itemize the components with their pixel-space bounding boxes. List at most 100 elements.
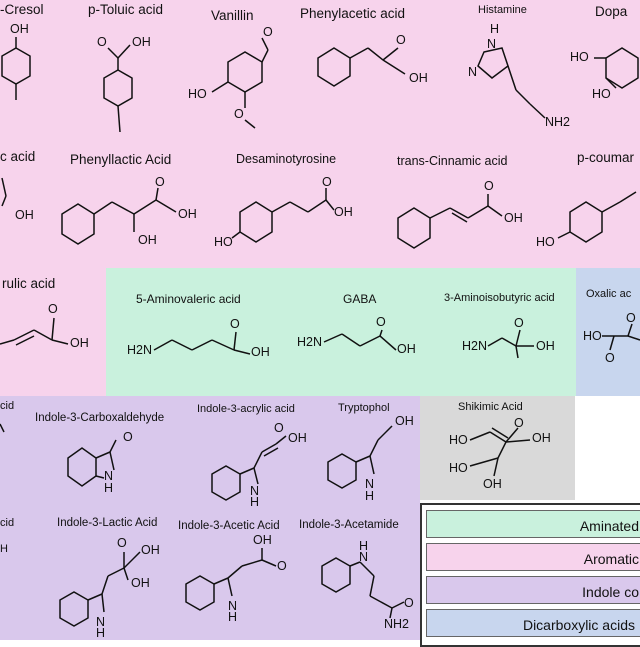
structure-aminovaleric — [153, 331, 251, 355]
atom-label: H — [104, 481, 114, 495]
legend-row-aromatic: Aromatic — [426, 543, 640, 571]
legend-row-aminated: Aminated — [426, 510, 640, 538]
title-shikimic: Shikimic Acid — [458, 401, 523, 413]
structure-indole-lactic — [59, 551, 141, 627]
title-gaba: GABA — [343, 292, 377, 306]
atom-label: H2N — [462, 339, 488, 353]
structure-histamine — [477, 47, 546, 119]
atom-label: OH — [395, 414, 414, 428]
atom-label: OH — [397, 342, 416, 356]
structure-indole-acetic — [185, 548, 277, 611]
atom-label: N — [228, 599, 238, 613]
atom-label: OH — [409, 71, 428, 85]
atom-label: HO — [570, 50, 589, 64]
atom-label: H2N — [297, 335, 323, 349]
atom-label: OH — [334, 205, 353, 219]
atom-label: O — [48, 302, 58, 316]
structure-oxalic — [602, 323, 640, 351]
atom-label: OH — [70, 336, 89, 350]
atom-label: H — [250, 495, 260, 509]
title-coumaric: p-coumar — [577, 150, 635, 165]
title-indole-acrylic: Indole-3-acrylic acid — [197, 403, 295, 415]
structure-gaba — [323, 329, 397, 351]
structure-ferulic — [0, 317, 69, 346]
atom-label: O — [123, 430, 133, 444]
aminated-region — [106, 268, 576, 396]
legend-label: Aminated — [579, 518, 639, 534]
atom-label: N — [96, 615, 106, 629]
atom-label: O — [230, 317, 240, 331]
legend-label: Indole co — [582, 584, 639, 600]
atom-label: H — [96, 626, 106, 640]
structure-phenylacetic — [317, 47, 406, 87]
atom-label: O — [234, 107, 244, 121]
atom-label: HO — [536, 235, 555, 249]
atom-label: O — [484, 179, 494, 193]
title-aminovaleric: 5-Aminovaleric acid — [136, 292, 241, 306]
title-cresol: -Cresol — [0, 2, 44, 17]
atom-label: OH — [536, 339, 555, 353]
title-oxalic: Oxalic ac — [586, 288, 632, 300]
legend-row-dicarboxylic: Dicarboxylic acids — [426, 609, 640, 637]
atom-label: N — [104, 469, 114, 483]
atom-label: O — [605, 351, 615, 365]
title-indole-lactic: Indole-3-Lactic Acid — [57, 517, 158, 529]
atom-label: O — [514, 316, 524, 330]
atom-label: HO — [592, 87, 611, 101]
atom-label: O — [396, 33, 406, 47]
legend: Aminated Aromatic Indole co Dicarboxylic… — [420, 503, 640, 647]
title-desaminotyrosine: Desaminotyrosine — [236, 152, 337, 166]
atom-label: OH — [483, 477, 502, 491]
atom-label: NH2 — [545, 115, 571, 129]
atom-label: OH — [504, 211, 523, 225]
title-phenylacetic: Phenylacetic acid — [300, 6, 406, 21]
atom-label: O — [155, 175, 165, 189]
atom-label: O — [277, 559, 287, 573]
legend-row-indole: Indole co — [426, 576, 640, 604]
structure-dopa — [594, 47, 639, 89]
structure-c-acid — [1, 177, 7, 207]
atom-label: O — [322, 175, 332, 189]
atom-label: H — [228, 610, 238, 624]
atom-label: OH — [288, 431, 307, 445]
structure-indole-carbox — [67, 439, 117, 487]
structure-indole-acrylic — [211, 435, 287, 501]
title-left-cut2: cid — [0, 517, 15, 529]
title-toluic: p-Toluic acid — [88, 2, 164, 17]
atom-label: HO — [188, 87, 207, 101]
structure-aminoisobutyric — [487, 329, 534, 359]
title-left-cut1: cid — [0, 400, 15, 412]
atom-label: O — [97, 35, 107, 49]
structure-desaminotyrosine — [231, 188, 335, 243]
title-indole-acetamide: Indole-3-Acetamide — [299, 519, 399, 531]
structure-tryptophol — [327, 425, 393, 489]
atom-label: H — [0, 543, 8, 555]
atom-label: H2N — [127, 343, 153, 357]
structure-vanillin — [211, 37, 269, 129]
title-cinnamic: trans-Cinnamic acid — [397, 154, 508, 168]
atom-label: N — [468, 65, 478, 79]
title-c-acid: c acid — [0, 149, 36, 164]
atom-label: H — [490, 22, 500, 36]
atom-label: OH — [131, 576, 150, 590]
structure-cinnamic — [397, 194, 503, 249]
atom-label: O — [376, 315, 386, 329]
atom-label: OH — [532, 431, 551, 445]
structure-indole-acetamide — [321, 557, 405, 619]
title-dopa: Dopa — [595, 4, 628, 19]
legend-label: Aromatic — [583, 551, 639, 567]
structure-left-cut1 — [0, 423, 5, 433]
atom-label: HO — [583, 329, 602, 343]
atom-label: OH — [253, 533, 272, 547]
legend-label: Dicarboxylic acids — [522, 617, 635, 633]
atom-label: O — [274, 421, 284, 435]
title-indole-acetic: Indole-3-Acetic Acid — [178, 520, 280, 532]
atom-label: H — [359, 539, 369, 553]
title-histamine: Histamine — [478, 4, 527, 16]
atom-label: OH — [138, 233, 157, 247]
structure-shikimic — [469, 427, 531, 477]
aromatic-region-top — [0, 0, 640, 268]
title-vanillin: Vanillin — [211, 8, 254, 23]
atom-label: OH — [178, 207, 197, 221]
atom-label: HO — [449, 433, 468, 447]
